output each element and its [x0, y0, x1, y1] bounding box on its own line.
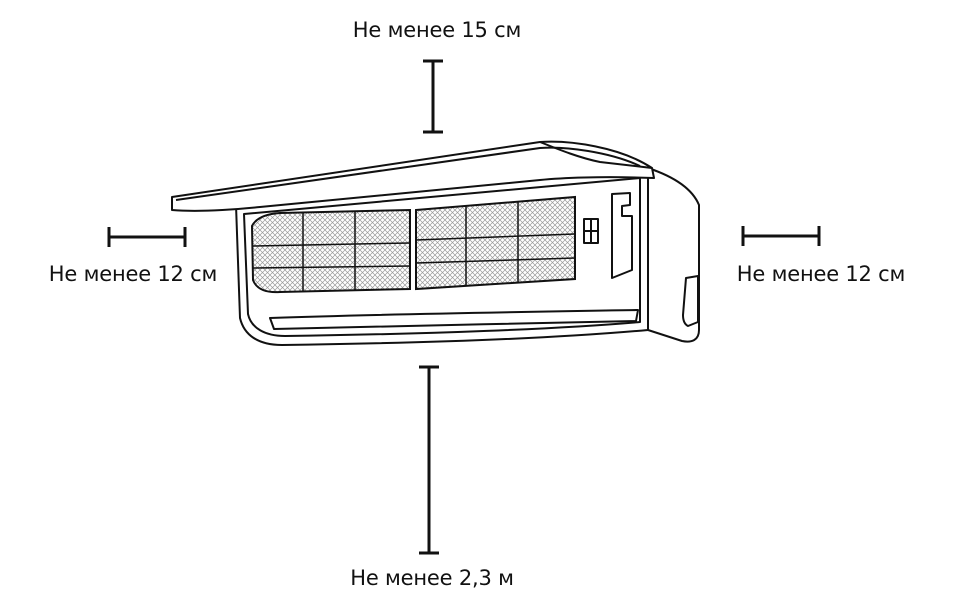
top-clearance-marker [423, 59, 443, 134]
right-clearance-marker [741, 226, 821, 246]
right-clearance-label: Не менее 12 см [736, 262, 906, 286]
bottom-clearance-label: Не менее 2,3 м [350, 566, 514, 590]
left-clearance-label: Не менее 12 см [48, 262, 218, 286]
bottom-clearance-marker [419, 365, 439, 555]
left-clearance-marker [107, 227, 187, 247]
left-filter [250, 208, 411, 294]
right-filter [415, 195, 576, 291]
top-clearance-label: Не менее 15 см [352, 18, 522, 42]
